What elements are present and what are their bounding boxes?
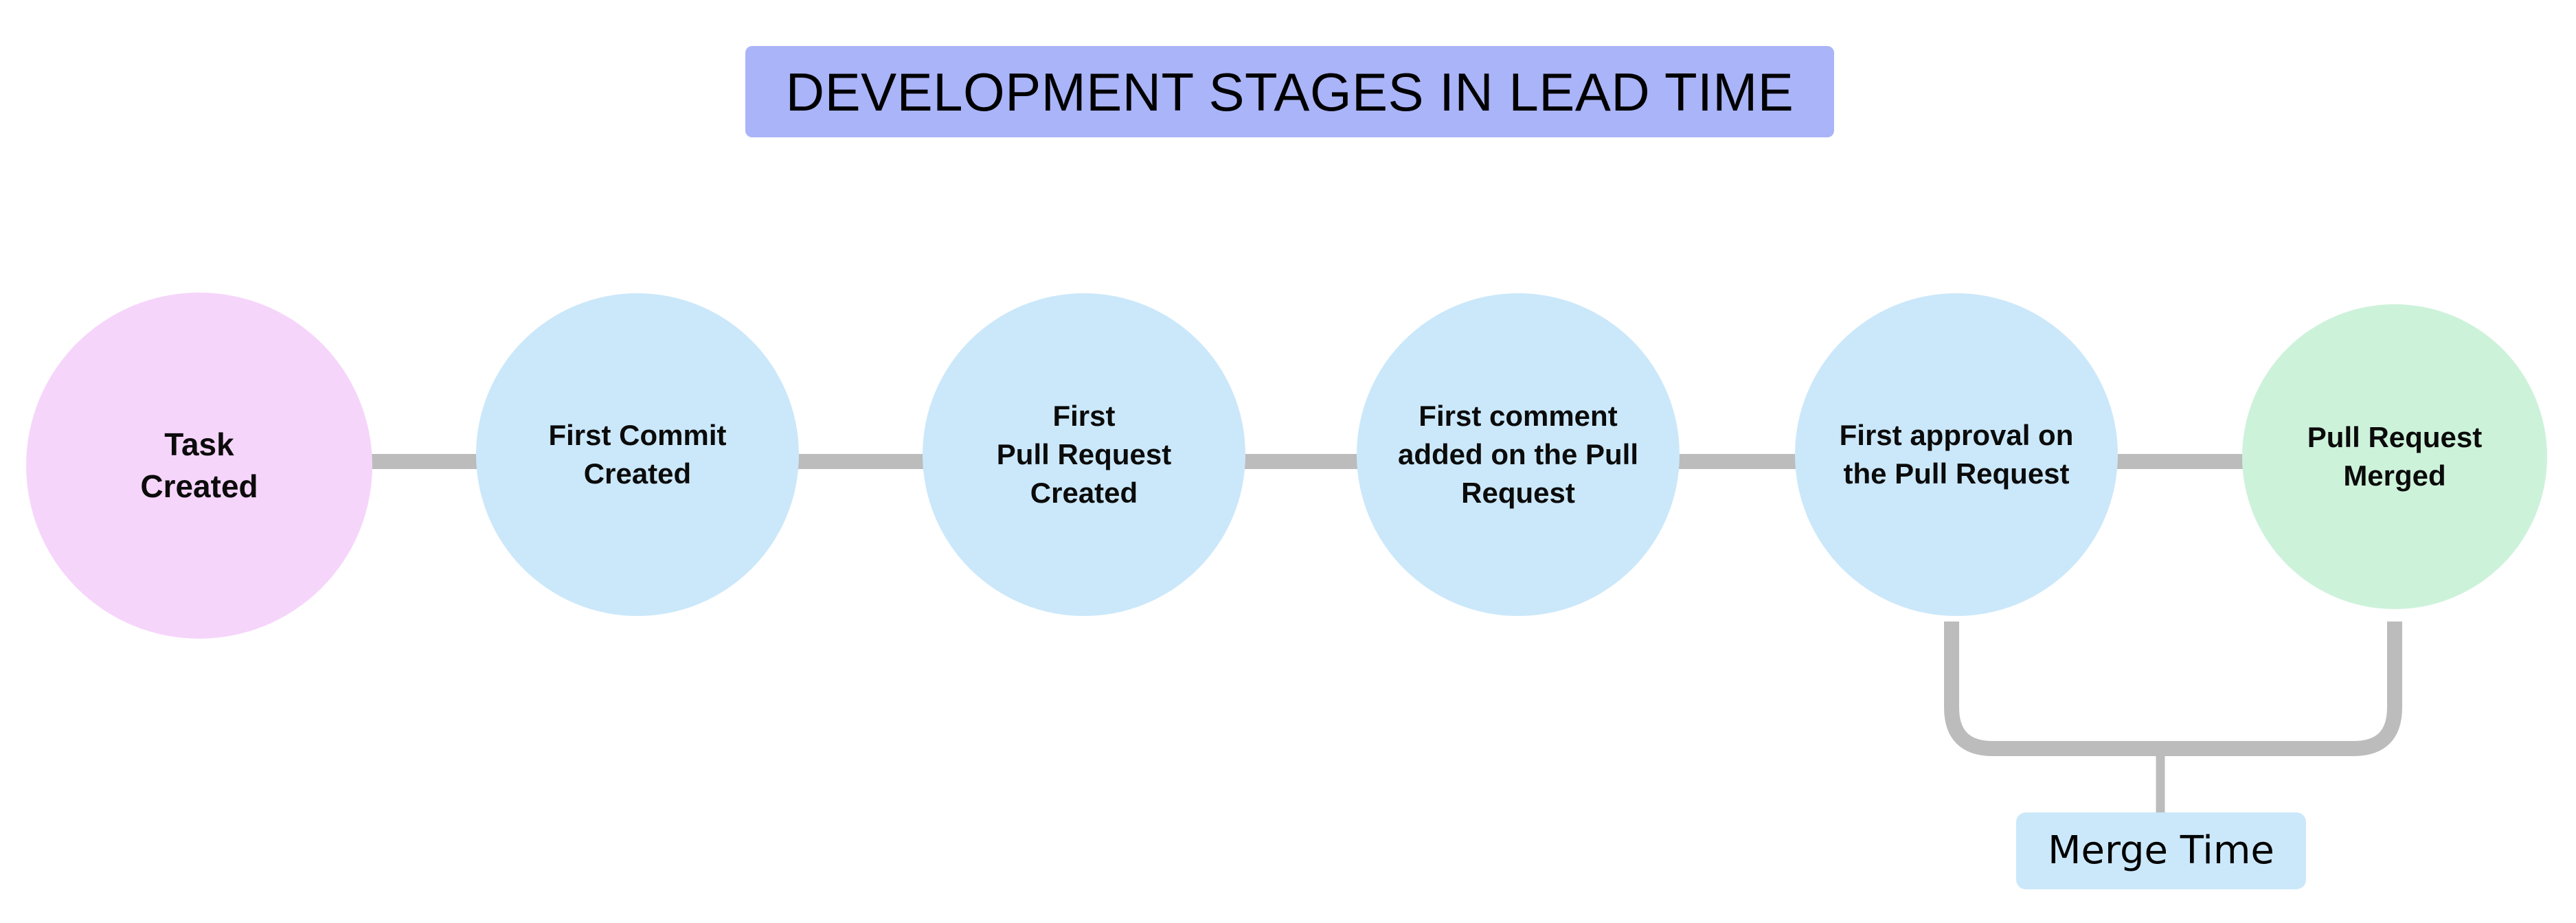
stage-label-task-created: Task Created — [140, 426, 258, 504]
merge-time-label: Merge Time — [2048, 828, 2274, 873]
stage-label-first-pull-request-created: First Pull Request Created — [996, 400, 1172, 509]
merge-time-callout[interactable]: Merge Time — [2016, 812, 2306, 889]
stage-label-first-approval-on-pull-request: First approval on the Pull Request — [1839, 419, 2074, 490]
merge-time-bracket — [1944, 622, 2402, 756]
stage-label-pull-request-merged: Pull Request Merged — [2307, 421, 2483, 492]
page-title: DEVELOPMENT STAGES IN LEAD TIME — [785, 61, 1794, 122]
stage-node-task-created[interactable]: Task Created — [26, 293, 372, 639]
stage-node-first-comment-on-pull-request[interactable]: First comment added on the Pull Request — [1357, 293, 1680, 616]
stage-node-first-commit-created[interactable]: First Commit Created — [476, 293, 799, 616]
stage-node-pull-request-merged[interactable]: Pull Request Merged — [2242, 304, 2547, 609]
stage-node-first-pull-request-created[interactable]: First Pull Request Created — [923, 293, 1245, 616]
stage-label-first-commit-created: First Commit Created — [548, 419, 727, 490]
diagram-title-banner: DEVELOPMENT STAGES IN LEAD TIME — [745, 46, 1834, 137]
stage-node-first-approval-on-pull-request[interactable]: First approval on the Pull Request — [1795, 293, 2118, 616]
stage-label-first-comment-on-pull-request: First comment added on the Pull Request — [1397, 400, 1638, 509]
